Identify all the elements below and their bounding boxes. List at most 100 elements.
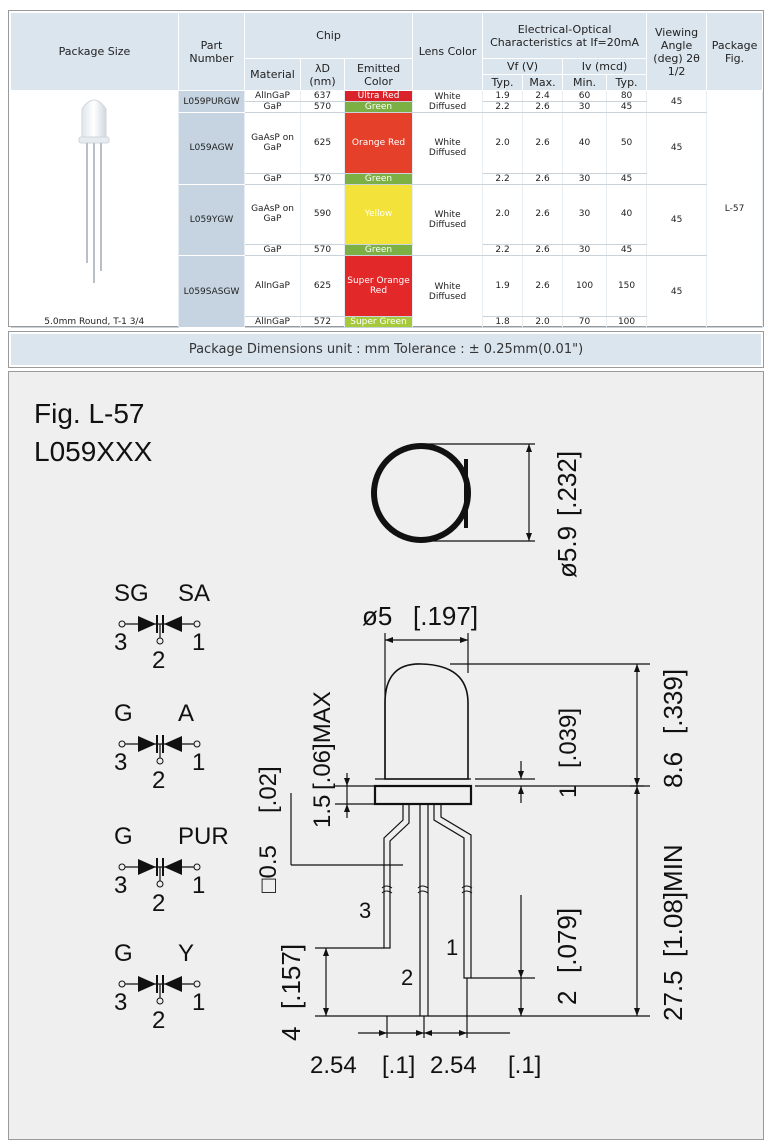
package-cell: 5.0mm Round, T-1 3/4 <box>10 90 179 328</box>
schematic-terminal <box>193 863 201 871</box>
wavelength: 590 <box>300 184 345 246</box>
dim86-label: 8.6 <box>658 752 688 788</box>
header-part-number: Part Number <box>178 12 245 91</box>
schematic-terminal <box>193 620 201 628</box>
header-iv-typ: Typ. <box>606 74 648 91</box>
vf-typ: 2.2 <box>482 173 524 185</box>
header-vf: Vf (V) <box>482 58 564 75</box>
wavelength: 570 <box>300 101 345 113</box>
schematic-terminal <box>193 980 201 988</box>
iv-min: 70 <box>562 316 608 328</box>
material: GaAsP on GaP <box>244 184 301 246</box>
dim2-inch-label: [.079] <box>552 908 582 973</box>
iv-typ: 45 <box>606 244 648 257</box>
lens-color: White Diffused <box>412 112 484 185</box>
vf-typ: 2.0 <box>482 184 524 246</box>
schematic-pin-3: 3 <box>114 989 127 1016</box>
emitted-color: Orange Red <box>344 112 414 174</box>
emitted-color: Green <box>344 101 414 113</box>
lead-3 <box>383 804 410 949</box>
vf-max: 2.6 <box>522 244 564 257</box>
dim86-inch-label: [.339] <box>658 669 688 734</box>
iv-min: 30 <box>562 173 608 185</box>
dim4-inch-label: [.157] <box>276 944 306 1009</box>
pin-1-label: 1 <box>446 935 458 960</box>
dim1-inch-label: [.039] <box>555 708 582 768</box>
iv-min: 100 <box>562 255 608 317</box>
dia5-label: ø5 <box>362 601 392 631</box>
pitch-b-label: 2.54 <box>430 1052 477 1079</box>
dim275-inch-label: [1.08]MIN <box>658 844 688 957</box>
table-row: L059SASGW AlInGaP 625 Super Orange Red W… <box>11 255 763 328</box>
part-number: L059YGW <box>178 184 245 257</box>
emitted-color: Green <box>344 173 414 185</box>
dimension-arrows <box>323 444 640 1036</box>
header-vf-max: Max. <box>522 74 564 91</box>
schematic-left-label: SG <box>114 580 149 607</box>
schematic-terminal <box>118 740 126 748</box>
schematic-terminal <box>118 620 126 628</box>
header-electro-optical: Electrical-Optical Characteristics at If… <box>482 12 648 59</box>
material: AlInGaP <box>244 255 301 317</box>
package-fig: L-57 <box>706 90 764 328</box>
iv-min: 30 <box>562 244 608 257</box>
wavelength: 637 <box>300 90 345 102</box>
wavelength: 570 <box>300 244 345 257</box>
spec-table: Package Size Part Number Chip Lens Color… <box>10 12 764 328</box>
header-vf-typ: Typ. <box>482 74 524 91</box>
viewing-angle: 45 <box>646 184 708 257</box>
header-package-fig: Package Fig. <box>706 12 764 91</box>
header-iv-min: Min. <box>562 74 608 91</box>
schematic-pin-2: 2 <box>152 767 165 794</box>
material: AlInGaP <box>244 316 301 328</box>
header-material: Material <box>244 58 301 91</box>
diode-icon <box>138 616 156 632</box>
emitted-color: Super Green <box>344 316 414 328</box>
schematic-pin-2: 2 <box>152 647 165 674</box>
lead-2 <box>419 804 429 1017</box>
iv-typ: 40 <box>606 184 648 246</box>
dim1-label: 1 <box>555 785 582 798</box>
material: GaAsP on GaP <box>244 112 301 174</box>
vf-typ: 1.9 <box>482 255 524 317</box>
emitted-color: Yellow <box>344 184 414 246</box>
iv-typ: 80 <box>606 90 648 102</box>
material: AlInGaP <box>244 90 301 102</box>
iv-typ: 150 <box>606 255 648 317</box>
table-row: GaP 570 Green 2.2 2.6 30 45 <box>11 244 763 257</box>
package-dimensions-bar: Package Dimensions unit : mm Tolerance :… <box>8 331 764 368</box>
iv-min: 30 <box>562 101 608 113</box>
schematic-terminal <box>118 863 126 871</box>
lens-color: White Diffused <box>412 255 484 328</box>
package-dimensions-text: Package Dimensions unit : mm Tolerance :… <box>11 334 761 365</box>
schematic-pin-3: 3 <box>114 629 127 656</box>
schematic-left-label: G <box>114 823 133 850</box>
diode-icon <box>138 976 156 992</box>
schematic-pin-3: 3 <box>114 749 127 776</box>
dim4-label: 4 <box>276 1027 306 1041</box>
schematic-terminal <box>118 980 126 988</box>
pitch-b-inch-label: [.1] <box>508 1052 541 1079</box>
schematic-pin-1: 1 <box>192 749 205 776</box>
table-row: L059AGW GaAsP on GaP 625 Orange Red Whit… <box>11 112 763 185</box>
led-photo-icon <box>78 99 110 283</box>
iv-min: 60 <box>562 90 608 102</box>
schematic-terminal <box>193 740 201 748</box>
led-flange <box>373 784 473 806</box>
schematic-pin-1: 1 <box>192 989 205 1016</box>
lens-color: White Diffused <box>412 90 484 113</box>
schematic-left-label: G <box>114 700 133 727</box>
wavelength: 625 <box>300 255 345 317</box>
emitted-color: Super Orange Red <box>344 255 414 317</box>
emitted-color: Ultra Red <box>344 90 414 102</box>
led-body <box>384 663 469 780</box>
dim2-label: 2 <box>552 991 582 1005</box>
dia59-label: ø5.9 <box>552 526 582 578</box>
schematic-right-label: A <box>178 700 194 727</box>
schematic-terminal <box>156 880 164 888</box>
schematic-pin-2: 2 <box>152 890 165 917</box>
flange-inch-label: [.06]MAX <box>309 691 336 790</box>
part-number: L059SASGW <box>178 255 245 328</box>
diode-icon <box>164 859 182 875</box>
